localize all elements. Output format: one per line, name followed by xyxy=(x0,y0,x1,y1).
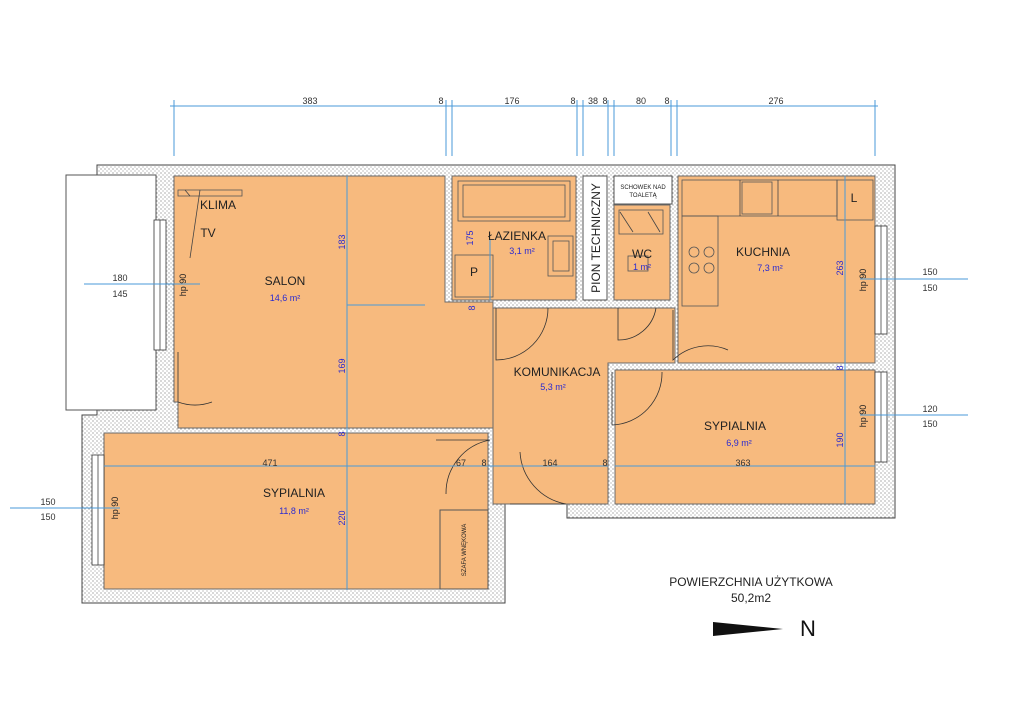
dim-syp-left: 220 xyxy=(337,510,347,525)
label-tv: TV xyxy=(200,226,215,240)
win-salon-top: 180 xyxy=(112,273,127,283)
summary: POWIERZCHNIA UŻYTKOWA 50,2m2 xyxy=(669,575,833,605)
wc-area: 1 m² xyxy=(633,262,651,272)
room-labels: KLIMA TV SALON 14,6 m² ŁAZIENKA 3,1 m² P… xyxy=(200,183,858,576)
komunikacja-area: 5,3 m² xyxy=(540,382,566,392)
schowek-line2: TOALETĄ xyxy=(629,193,657,199)
dim-8-salon: 8 xyxy=(337,431,347,436)
win-syp-right-bottom: 150 xyxy=(922,419,937,429)
label-p: P xyxy=(470,265,478,279)
hp-syp-left: hp 90 xyxy=(110,497,120,520)
room-komunikacja xyxy=(492,307,676,505)
summary-title: POWIERZCHNIA UŻYTKOWA xyxy=(669,575,833,589)
schowek-line1: SCHOWEK NAD xyxy=(620,185,666,191)
label-pion: PION TECHNICZNY xyxy=(589,183,603,293)
lazienka-name: ŁAZIENKA xyxy=(488,229,546,243)
hp-kuchnia: hp 90 xyxy=(858,269,868,292)
room-schowek xyxy=(613,175,673,205)
dim-salon-bottom: 169 xyxy=(337,358,347,373)
dim-276: 276 xyxy=(768,96,783,106)
syp-right-area: 6,9 m² xyxy=(726,438,752,448)
dim-8a: 8 xyxy=(438,96,443,106)
label-szafa: SZAFA WNĘKOWA xyxy=(462,524,468,576)
dim-salon-top: 183 xyxy=(337,234,347,249)
label-klima: KLIMA xyxy=(200,198,236,212)
lazienka-area: 3,1 m² xyxy=(509,246,535,256)
room-sypialnia-left xyxy=(103,432,489,590)
win-kuchnia-top: 150 xyxy=(922,267,937,277)
room-pion xyxy=(582,175,608,301)
dim-lazienka: 175 xyxy=(465,230,475,245)
win-syp-left-top: 150 xyxy=(40,497,55,507)
dim-kuchnia: 263 xyxy=(835,260,845,275)
salon-area: 14,6 m² xyxy=(270,293,301,303)
syp-right-name: SYPIALNIA xyxy=(704,419,766,433)
room-wc xyxy=(613,204,671,301)
syp-left-area: 11,8 m² xyxy=(279,506,309,516)
window-labels: 180 145 hp 90 150 150 hp 90 120 150 hp 9… xyxy=(40,267,937,522)
dim-471: 471 xyxy=(262,458,277,468)
north-arrow-icon xyxy=(713,622,783,636)
win-salon-bottom: 145 xyxy=(112,289,127,299)
syp-left-name: SYPIALNIA xyxy=(263,486,325,500)
dim-8-laz: 8 xyxy=(467,305,477,310)
dim-8-right: 8 xyxy=(602,458,607,468)
dim-80: 80 xyxy=(636,96,646,106)
windows xyxy=(91,219,888,566)
dimension-lines xyxy=(10,100,968,590)
komunikacja-name: KOMUNIKACJA xyxy=(514,365,601,379)
win-kuchnia-bottom: 150 xyxy=(922,283,937,293)
rooms xyxy=(103,175,876,590)
room-kuchnia xyxy=(677,175,876,364)
fixtures xyxy=(177,179,874,307)
dim-8d: 8 xyxy=(664,96,669,106)
szafa-wnekowa xyxy=(439,509,489,590)
label-l: L xyxy=(851,191,858,205)
dim-syp-right: 190 xyxy=(835,432,845,447)
dim-176: 176 xyxy=(504,96,519,106)
wc-name: WC xyxy=(632,247,652,261)
balcony xyxy=(65,174,157,411)
dim-363: 363 xyxy=(735,458,750,468)
salon-name: SALON xyxy=(265,274,306,288)
inner-dimensions: 183 169 175 263 190 220 8 8 8 471 67 8 1… xyxy=(262,230,845,525)
kuchnia-area: 7,3 m² xyxy=(757,263,783,273)
top-dimensions: 383 8 176 8 38 8 80 8 276 xyxy=(302,96,783,106)
dim-38: 38 xyxy=(588,96,598,106)
hp-syp-right: hp 90 xyxy=(858,405,868,428)
north-label: N xyxy=(800,616,816,641)
doors xyxy=(177,307,729,505)
win-syp-right-top: 120 xyxy=(922,404,937,414)
dim-8-kuch: 8 xyxy=(835,365,845,370)
kuchnia-name: KUCHNIA xyxy=(736,245,790,259)
dim-164: 164 xyxy=(542,458,557,468)
dim-383: 383 xyxy=(302,96,317,106)
dim-67: 67 xyxy=(456,458,466,468)
room-lazienka xyxy=(451,175,577,301)
dim-8b: 8 xyxy=(570,96,575,106)
dim-8c: 8 xyxy=(602,96,607,106)
room-salon xyxy=(173,175,494,429)
north-arrow: N xyxy=(713,616,816,641)
summary-value: 50,2m2 xyxy=(731,591,771,605)
hp-salon: hp 90 xyxy=(178,274,188,297)
win-syp-left-bottom: 150 xyxy=(40,512,55,522)
dim-8-mid: 8 xyxy=(481,458,486,468)
